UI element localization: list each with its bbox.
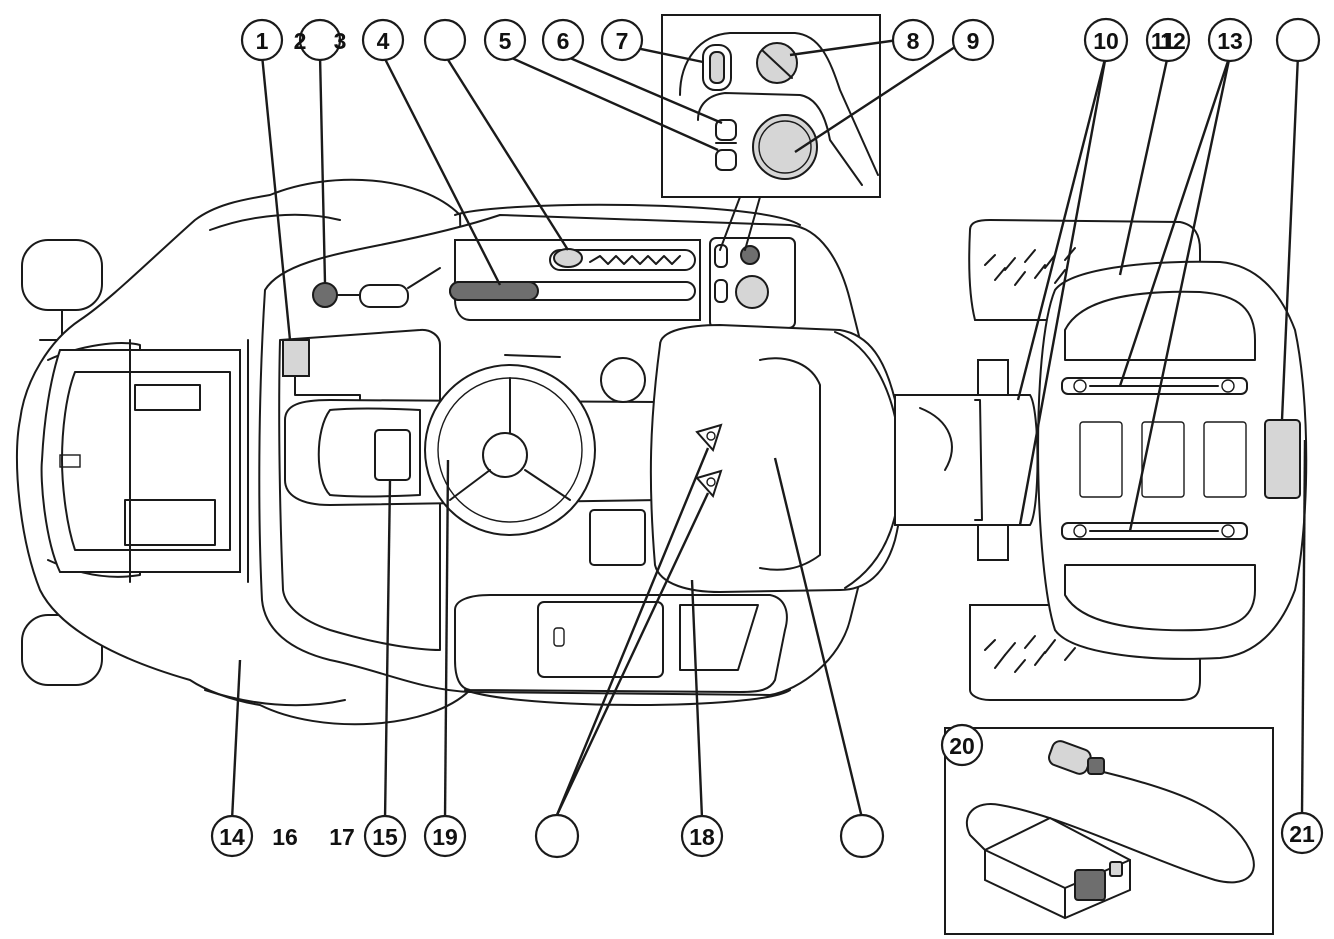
callout-13-label: 13 [1217, 28, 1243, 54]
callout-16-17-group: 16 17 [272, 824, 355, 850]
front-chassis [40, 339, 249, 583]
callout-11-12: 11 12 [1145, 17, 1191, 63]
callout-13: 13 [1207, 17, 1253, 63]
callout-19-label: 19 [432, 824, 458, 850]
grass-bin [1037, 260, 1308, 660]
bin-bar-bottom [1061, 522, 1248, 540]
callout-blank-bottom-a [534, 813, 580, 859]
callout-6: 6 [541, 18, 585, 62]
callout-10-label: 10 [1093, 28, 1119, 54]
inset-panel [661, 14, 881, 251]
callout-21-label: 21 [1289, 821, 1315, 847]
callout-4-label: 4 [377, 28, 390, 54]
callout-blank-bottom-b [839, 813, 885, 859]
callout-14: 14 [210, 814, 254, 858]
rear-transmission [894, 359, 1039, 561]
tread-bottom [984, 635, 1076, 673]
front-controls [282, 267, 441, 406]
callout-1: 1 [240, 18, 284, 62]
callout-7-label: 7 [616, 28, 629, 54]
callout-15-label: 15 [372, 824, 398, 850]
callout-3-label: 3 [334, 28, 347, 54]
callout-21: 21 [1280, 811, 1324, 855]
callout-5-label: 5 [499, 28, 512, 54]
callout-12-label: 12 [1160, 28, 1186, 54]
tread-top [984, 247, 1076, 286]
callout-9: 9 [951, 18, 995, 62]
callout-2-label: 2 [294, 28, 307, 54]
callout-4: 4 [361, 18, 405, 62]
floor-fixtures [504, 354, 646, 566]
callout-20: 20 [940, 723, 984, 767]
callout-2 [298, 18, 342, 62]
control-rail [449, 239, 701, 321]
callout-15: 15 [363, 814, 407, 858]
callout-16-label: 16 [272, 824, 298, 850]
callout-11-label: 11 [1151, 28, 1176, 54]
callout-18-label: 18 [689, 824, 715, 850]
callout-8-label: 8 [907, 28, 920, 54]
switch-cluster [709, 237, 796, 329]
callout-19: 19 [423, 814, 467, 858]
callout-20-label: 20 [949, 733, 975, 759]
callout-7: 7 [600, 18, 644, 62]
callout-10: 10 [1083, 17, 1129, 63]
callout-14-label: 14 [219, 824, 245, 850]
callout-blank-right [1275, 17, 1321, 63]
callout-18: 18 [680, 814, 724, 858]
callout-8: 8 [891, 18, 935, 62]
callout-6-label: 6 [557, 28, 570, 54]
callout-blank-top [423, 18, 467, 62]
steering-wheel [424, 364, 596, 536]
callout-9-label: 9 [967, 28, 980, 54]
charger-inset [944, 727, 1274, 935]
callout-17-label: 17 [329, 824, 355, 850]
callout-5: 5 [483, 18, 527, 62]
callout-2-label-group: 2 3 [294, 28, 347, 54]
bin-bar-top [1061, 377, 1248, 395]
seat [649, 323, 904, 594]
callout-1-label: 1 [256, 28, 269, 54]
